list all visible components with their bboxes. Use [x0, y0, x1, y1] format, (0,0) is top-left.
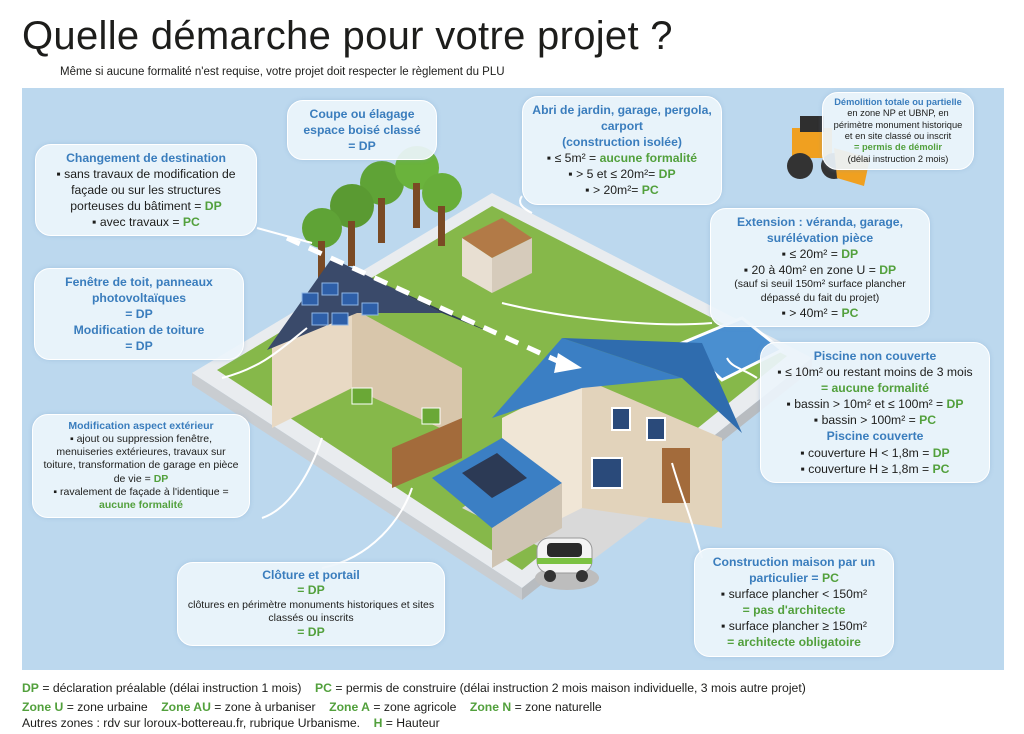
extension-note: (sauf si seuil 150m² surface plancher dé…: [734, 278, 906, 304]
box-piscine: Piscine non couverte ▪ ≤ 10m² ou restant…: [760, 342, 990, 483]
extension-line2: ▪ 20 à 40m² en zone U =: [743, 263, 880, 278]
house-illustration: [192, 116, 870, 600]
aspect-line2-value: aucune formalité: [98, 498, 184, 511]
illustration-scene: Coupe ou élagage espace boisé classé = D…: [22, 88, 1004, 670]
page-subtitle: Même si aucune formalité n'est requise, …: [60, 66, 505, 78]
changement-line1-value: DP: [204, 199, 222, 214]
cloture-value1: = DP: [297, 583, 325, 598]
piscine-line3: ▪ bassin > 100m² =: [813, 413, 920, 428]
aspect-line1-value: DP: [153, 472, 169, 485]
legend-zu-key: Zone U: [22, 700, 64, 714]
legend-h-key: H: [373, 716, 383, 730]
arrow-head: [554, 353, 582, 373]
aspect-line2: ▪ ravalement de façade à l'identique =: [53, 485, 229, 498]
extension-line1: ▪ ≤ 20m² =: [781, 247, 842, 262]
cloture-title: Clôture et portail: [262, 568, 360, 582]
extension-title: Extension : véranda, garage, surélévatio…: [737, 215, 903, 246]
extension-line1-value: DP: [841, 247, 859, 262]
demolition-value: = permis de démolir: [853, 142, 943, 153]
abri-line3: ▪ > 20m²=: [585, 183, 642, 198]
piscine-title2: Piscine couverte: [826, 429, 924, 444]
abri-line2: ▪ > 5 et ≤ 20m²=: [568, 167, 659, 182]
abri-line2-value: DP: [658, 167, 676, 182]
construction-title: Construction maison par un particulier =: [712, 555, 876, 586]
legend-line-1: DP = déclaration préalable (délai instru…: [22, 681, 806, 695]
construction-line2: ▪ surface plancher ≥ 150m²: [721, 619, 867, 634]
box-changement-destination: Changement de destination ▪ sans travaux…: [35, 144, 257, 237]
extension-line3-value: PC: [841, 305, 859, 320]
demolition-text: en zone NP et UBNP, en périmètre monumen…: [833, 108, 963, 141]
legend-pc-key: PC: [315, 681, 332, 695]
abri-subtitle: (construction isolée): [562, 135, 682, 150]
box-extension: Extension : véranda, garage, surélévatio…: [710, 208, 930, 327]
aspect-line1: ▪ ajout ou suppression fenêtre, menuiser…: [43, 433, 239, 485]
legend-other-text: Autres zones : rdv sur loroux-bottereau.…: [22, 716, 361, 730]
box-coupe-elagage: Coupe ou élagage espace boisé classé = D…: [287, 100, 437, 161]
legend-zau-key: Zone AU: [161, 700, 211, 714]
fenetre-value2: = DP: [125, 339, 153, 354]
legend-line-3: Autres zones : rdv sur loroux-bottereau.…: [22, 716, 440, 730]
piscine-line5-value: PC: [932, 461, 950, 476]
piscine-line2-value: DP: [946, 397, 964, 412]
extension-line2-value: DP: [879, 263, 897, 278]
changement-line1: ▪ sans travaux de modification de façade…: [56, 167, 236, 214]
fence: [392, 418, 462, 488]
garage: [432, 438, 562, 568]
box-demolition: Démolition totale ou partielle en zone N…: [822, 92, 974, 170]
abri-line3-value: PC: [641, 183, 659, 198]
piscine-line5: ▪ couverture H ≥ 1,8m =: [800, 461, 933, 476]
construction-line1: ▪ surface plancher < 150m²: [720, 587, 868, 602]
garden-shed: [462, 218, 532, 293]
construction-line1-value: = pas d'architecte: [742, 603, 846, 618]
page-title: Quelle démarche pour votre projet ?: [22, 14, 673, 58]
legend-h-text: = Hauteur: [382, 716, 440, 730]
fenetre-title2: Modification de toiture: [73, 323, 205, 338]
construction-line2-value: = architecte obligatoire: [727, 635, 861, 650]
piscine-line4-value: DP: [932, 445, 950, 460]
box-abri-jardin: Abri de jardin, garage, pergola, carport…: [522, 96, 722, 205]
demolition-title: Démolition totale ou partielle: [834, 97, 962, 107]
coupe-value: = DP: [348, 139, 376, 154]
dashed-arrow: [285, 235, 564, 366]
cloture-text: clôtures en périmètre monuments historiq…: [187, 598, 435, 624]
changement-line2: ▪ avec travaux =: [92, 215, 183, 230]
piscine-line1-value: = aucune formalité: [820, 381, 930, 396]
box-fenetre-toit: Fenêtre de toit, panneaux photovoltaïque…: [34, 268, 244, 361]
legend-line-2: Zone U = zone urbaine Zone AU = zone à u…: [22, 700, 602, 714]
piscine-line2: ▪ bassin > 10m² et ≤ 100m² =: [786, 397, 947, 412]
box-aspect-exterieur: Modification aspect extérieur ▪ ajout ou…: [32, 414, 250, 518]
box-construction-maison: Construction maison par un particulier =…: [694, 548, 894, 657]
changement-line2-value: PC: [182, 215, 200, 230]
piscine-line4: ▪ couverture H < 1,8m =: [800, 445, 933, 460]
fenetre-value1: = DP: [125, 307, 153, 322]
aspect-title: Modification aspect extérieur: [68, 420, 214, 432]
electric-car: [535, 537, 599, 590]
extension-line3: ▪ > 40m² =: [781, 305, 842, 320]
abri-line1: ▪ ≤ 5m² =: [546, 151, 600, 166]
legend-za-key: Zone A: [329, 700, 370, 714]
fenetre-title: Fenêtre de toit, panneaux photovoltaïque…: [65, 275, 213, 306]
cloture-value2: = DP: [297, 624, 325, 639]
legend-pc-text: = permis de construire (délai instructio…: [331, 681, 806, 695]
piscine-title: Piscine non couverte: [813, 349, 937, 363]
construction-title-value: PC: [821, 571, 839, 586]
abri-line1-value: aucune formalité: [599, 151, 698, 166]
legend-za-text: = zone agricole: [369, 700, 457, 714]
legend-dp-key: DP: [22, 681, 39, 695]
piscine-line1: ▪ ≤ 10m² ou restant moins de 3 mois: [777, 365, 973, 380]
ground-plate-edge: [192, 373, 522, 600]
demolition-delay: (délai instruction 2 mois): [847, 153, 949, 164]
legend-zau-text: = zone à urbaniser: [210, 700, 316, 714]
left-house: [267, 258, 492, 438]
legend-dp-text: = déclaration préalable (délai instructi…: [38, 681, 302, 695]
piscine-line3-value: PC: [919, 413, 937, 428]
coupe-title: Coupe ou élagage espace boisé classé: [303, 107, 421, 138]
changement-title: Changement de destination: [66, 151, 226, 165]
legend-zu-text: = zone urbaine: [63, 700, 148, 714]
abri-title: Abri de jardin, garage, pergola, carport: [532, 103, 712, 134]
legend-zn-text: = zone naturelle: [511, 700, 602, 714]
box-cloture-portail: Clôture et portail = DP clôtures en péri…: [177, 562, 445, 646]
legend-zn-key: Zone N: [469, 700, 512, 714]
